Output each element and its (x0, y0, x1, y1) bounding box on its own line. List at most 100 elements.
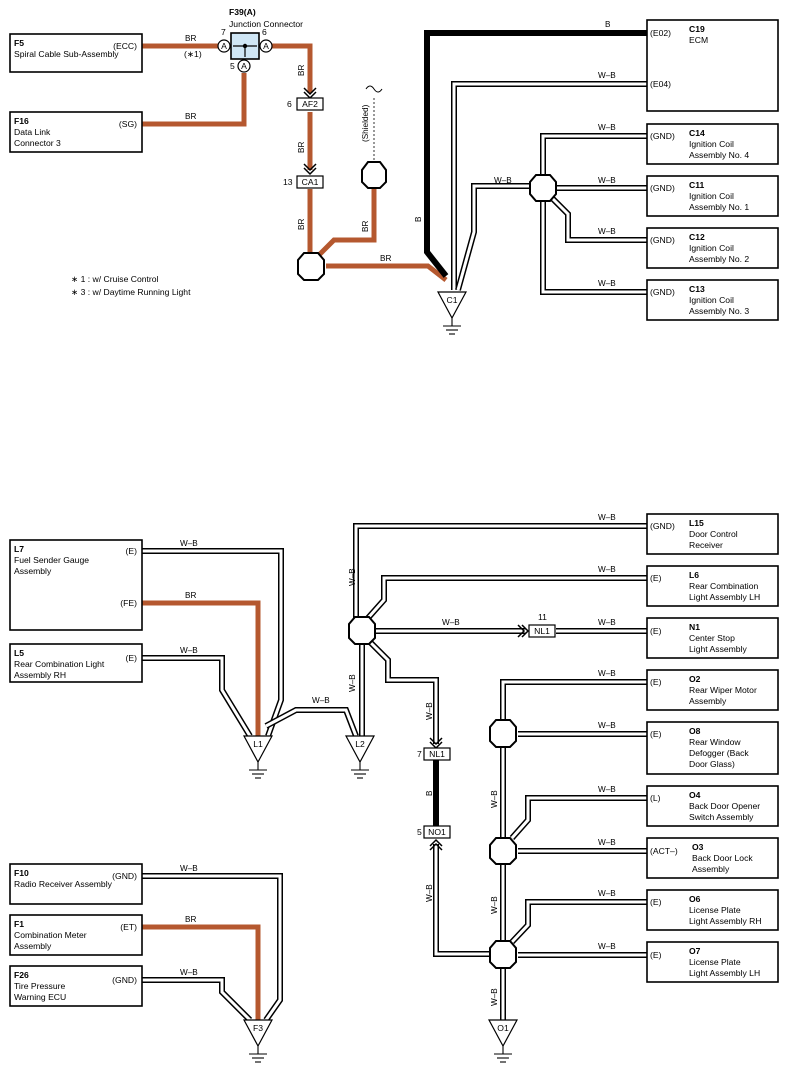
svg-text:Assembly No. 3: Assembly No. 3 (689, 306, 749, 316)
svg-text:11: 11 (538, 612, 547, 622)
svg-text:Combination Meter: Combination Meter (14, 930, 87, 940)
label-br-b2: BR (185, 915, 196, 924)
ground-c1: C1 (436, 291, 468, 335)
svg-text:Ignition Coil: Ignition Coil (689, 191, 734, 201)
splice-o3 (489, 837, 517, 865)
svg-text:Back Door Opener: Back Door Opener (689, 801, 760, 811)
splice-top-br (297, 252, 325, 281)
svg-text:Ignition Coil: Ignition Coil (689, 243, 734, 253)
label-wb-b13: W–B (598, 721, 616, 730)
component-f5: F5 Spiral Cable Sub-Assembly (ECC) (9, 33, 143, 73)
svg-text:(GND): (GND) (650, 183, 675, 193)
svg-text:A: A (263, 41, 269, 51)
splice-top-wb (529, 174, 557, 202)
svg-text:6: 6 (287, 99, 292, 109)
component-o3: O3 Back Door Lock Assembly (ACT–) (646, 837, 779, 879)
ground-l1: L1 (242, 735, 274, 779)
wire-wb-l1-l2 (264, 707, 359, 738)
label-wb-b3: W–B (312, 696, 330, 705)
svg-text:(Shielded): (Shielded) (361, 104, 370, 142)
svg-text:Rear Wiper Motor: Rear Wiper Motor (689, 685, 757, 695)
component-l6: L6 Rear Combination Light Assembly LH (E… (646, 565, 779, 607)
svg-text:Assembly No. 1: Assembly No. 1 (689, 202, 749, 212)
component-c13: C13 Ignition Coil Assembly No. 3 (GND) (646, 279, 779, 321)
label-wb-b8: W–B (442, 618, 460, 627)
svg-text:O8: O8 (689, 726, 701, 736)
wire-wb-o2 (500, 679, 648, 720)
svg-text:L15: L15 (689, 518, 704, 528)
shield-marker: (Shielded) (361, 85, 383, 162)
svg-text:Back Door Lock: Back Door Lock (692, 853, 753, 863)
svg-text:Fuel Sender Gauge: Fuel Sender Gauge (14, 555, 89, 565)
component-c12: C12 Ignition Coil Assembly No. 2 (GND) (646, 227, 779, 269)
label-wb-t3: W–B (598, 176, 616, 185)
label-br-4: BR (297, 142, 306, 153)
svg-text:O6: O6 (689, 894, 701, 904)
label-wb-t1: W–B (598, 71, 616, 80)
svg-text:Spiral Cable Sub-Assembly: Spiral Cable Sub-Assembly (14, 49, 119, 59)
wire-wb-l15 (353, 523, 648, 618)
svg-text:Assembly: Assembly (689, 696, 727, 706)
svg-text:Junction Connector: Junction Connector (229, 19, 303, 29)
connector-no1: NO1 5 (417, 825, 451, 851)
svg-text:C14: C14 (689, 128, 705, 138)
svg-text:ECM: ECM (689, 35, 708, 45)
svg-text:License Plate: License Plate (689, 905, 741, 915)
label-wb-t6: W–B (494, 176, 512, 185)
wire-wb-o6 (509, 899, 648, 945)
label-wb-b14: W–B (598, 785, 616, 794)
svg-text:Connector 3: Connector 3 (14, 138, 61, 148)
connector-nl1-b: NL1 7 (417, 737, 451, 761)
component-o7: O7 License Plate Light Assembly LH (E) (646, 941, 779, 983)
label-wb-b20: W–B (490, 988, 499, 1006)
svg-text:Door Control: Door Control (689, 529, 738, 539)
svg-text:(E): (E) (650, 950, 662, 960)
label-wb-b6: W–B (598, 513, 616, 522)
svg-text:O1: O1 (497, 1023, 509, 1033)
wire-br-l7-l1 (142, 600, 261, 736)
label-wb-b7: W–B (598, 565, 616, 574)
wire-wb-f10-f3 (142, 873, 283, 1022)
svg-text:L5: L5 (14, 648, 24, 658)
svg-text:A: A (221, 41, 227, 51)
label-br-b1: BR (185, 591, 196, 600)
svg-text:(ET): (ET) (120, 922, 137, 932)
svg-text:(E): (E) (650, 729, 662, 739)
svg-text:O3: O3 (692, 842, 704, 852)
component-c11: C11 Ignition Coil Assembly No. 1 (GND) (646, 175, 779, 217)
splice-o7 (489, 940, 517, 969)
component-o8: O8 Rear Window Defogger (Back Door Glass… (646, 721, 779, 775)
label-wb-b10: W–B (425, 702, 434, 720)
svg-text:Rear Combination Light: Rear Combination Light (14, 659, 105, 669)
svg-text:(FE): (FE) (120, 598, 137, 608)
svg-text:(E02): (E02) (650, 28, 671, 38)
wire-wb-f26-f3 (142, 977, 253, 1023)
svg-text:O2: O2 (689, 674, 701, 684)
svg-text:C12: C12 (689, 232, 705, 242)
label-wb-b12: W–B (598, 669, 616, 678)
component-o2: O2 Rear Wiper Motor Assembly (E) (646, 669, 779, 711)
wire-wb-o4 (509, 795, 648, 840)
label-br-6: BR (361, 221, 370, 232)
label-br-1: BR (185, 34, 196, 43)
svg-text:C1: C1 (447, 295, 458, 305)
svg-text:F3: F3 (253, 1023, 263, 1033)
svg-text:(GND): (GND) (112, 975, 137, 985)
connector-nl1-a: NL1 11 (517, 612, 556, 638)
label-wb-b17: W–B (598, 942, 616, 951)
wire-wb-l5-l1 (142, 655, 253, 738)
svg-text:(E): (E) (650, 677, 662, 687)
svg-text:7: 7 (221, 27, 226, 37)
wire-wb-c12 (549, 195, 648, 243)
svg-text:O7: O7 (689, 946, 701, 956)
svg-text:(E): (E) (650, 626, 662, 636)
svg-text:Light Assembly RH: Light Assembly RH (689, 916, 762, 926)
label-wb-b9: W–B (598, 618, 616, 627)
splice-top-shield (361, 161, 387, 189)
svg-text:Light Assembly: Light Assembly (689, 644, 748, 654)
label-wb-t2: W–B (598, 123, 616, 132)
svg-text:C19: C19 (689, 24, 705, 34)
connector-af2: AF2 6 (287, 87, 324, 111)
label-wb-t4: W–B (598, 227, 616, 236)
svg-text:Defogger (Back: Defogger (Back (689, 748, 749, 758)
